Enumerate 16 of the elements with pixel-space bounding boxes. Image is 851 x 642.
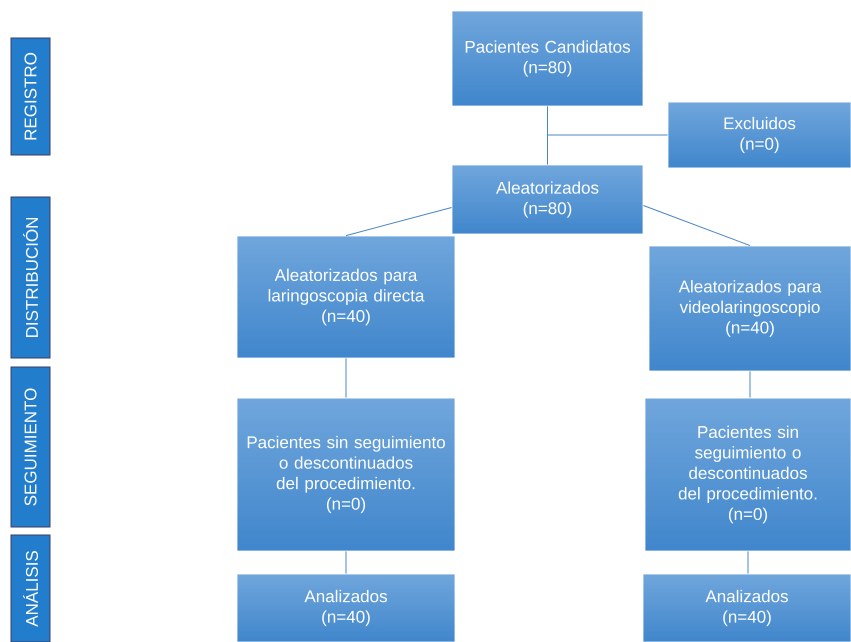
stage-label-box: DISTRIBUCIÓN: [10, 196, 50, 358]
process-box: Analizados (n=40): [642, 574, 851, 642]
process-box: Pacientes Candidatos (n=80): [452, 10, 644, 106]
connector-line: [346, 207, 452, 236]
connector-line: [547, 106, 668, 136]
process-box: Pacientes sin seguimiento o descontinuados del procedimiento. (n=0): [644, 398, 851, 552]
stage-label-box: SEGUIMIENTO: [10, 366, 50, 528]
connector-line: [642, 205, 750, 246]
process-box: Pacientes sin seguimiento o descontinuados del procedimiento. (n=0): [236, 398, 456, 552]
process-box: Aleatorizados para videolaringoscopio (n=40): [648, 246, 851, 372]
stage-label-box: REGISTRO: [10, 38, 50, 156]
process-box: Analizados (n=40): [236, 574, 456, 642]
stage-label-box: ANÁLISIS: [10, 534, 50, 642]
process-box: Aleatorizados para laringoscopia directa (n=40): [236, 236, 456, 358]
process-box: Aleatorizados (n=80): [452, 164, 644, 234]
process-box: Excluidos (n=0): [668, 102, 851, 168]
